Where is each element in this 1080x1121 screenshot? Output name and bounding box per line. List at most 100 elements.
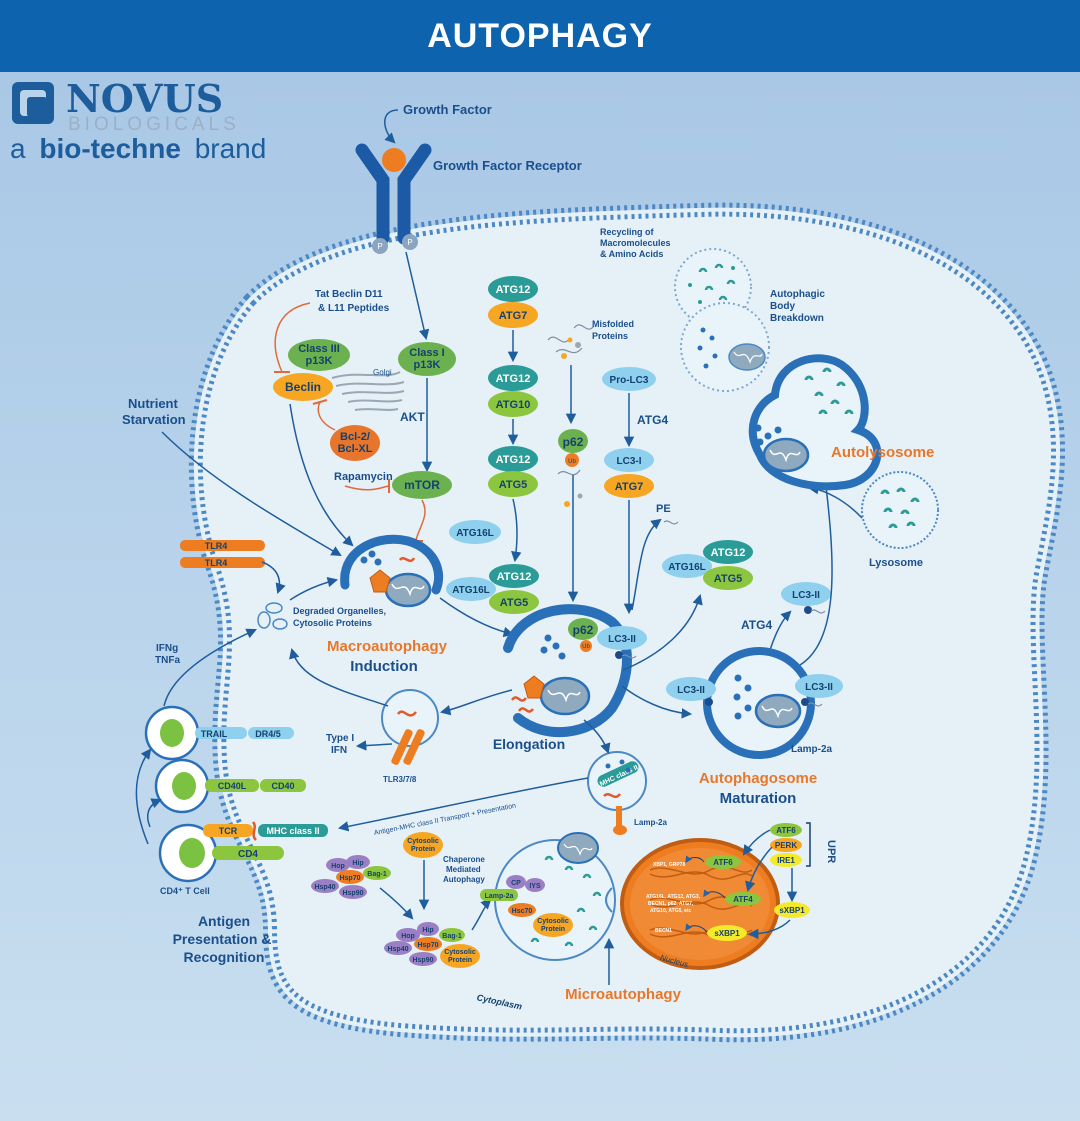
svg-text:ATG16L, ATG12, ATG3,: ATG16L, ATG12, ATG3, xyxy=(646,894,701,900)
autolysosome-label: Autolysosome xyxy=(831,444,934,461)
recycling-label-3: & Amino Acids xyxy=(600,249,663,259)
title-bar: AUTOPHAGY xyxy=(0,0,1080,75)
golgi xyxy=(331,371,405,411)
antigen-label-2: Presentation & xyxy=(173,931,272,947)
lysosome-label: Lysosome xyxy=(869,557,923,569)
svg-text:Ub: Ub xyxy=(568,459,576,465)
tat-beclin-label-2: & L11 Peptides xyxy=(318,303,390,314)
degraded-organelles xyxy=(257,602,288,630)
breakdown-label-2: Body xyxy=(770,301,795,312)
growth-factor-label: Growth Factor xyxy=(403,102,492,117)
degraded-label-2: Cytosolic Proteins xyxy=(293,618,372,628)
svg-text:ATG12: ATG12 xyxy=(497,571,532,583)
macro-label-2: Induction xyxy=(350,658,418,675)
antigen-label-1: Antigen xyxy=(198,913,250,929)
cma-lysosome: Lamp-2a CP IYS Hsc70 Cytosolic Protein xyxy=(480,832,616,961)
svg-text:p62: p62 xyxy=(563,435,584,449)
svg-text:sXBP1: sXBP1 xyxy=(714,929,740,938)
svg-text:Protein: Protein xyxy=(411,846,435,853)
atg12-top: ATG12 xyxy=(488,276,538,302)
svg-text:Hsp40: Hsp40 xyxy=(387,946,408,953)
svg-text:ATG7: ATG7 xyxy=(615,481,644,493)
tcell-cd40: CD40L CD40 xyxy=(154,758,306,814)
atg16l-complex: ATG16L ATG12 ATG5 xyxy=(446,564,539,614)
svg-text:LC3-II: LC3-II xyxy=(608,634,636,645)
svg-text:TLR4: TLR4 xyxy=(205,541,228,551)
svg-text:ATG16L: ATG16L xyxy=(452,585,490,596)
chaperone-complex-1: Hop Hip Hsp70 Hsp40 Hsp90 Bag-1 xyxy=(311,855,391,899)
svg-text:Cytosolic: Cytosolic xyxy=(537,918,569,925)
breakdown-label-1: Autophagic xyxy=(770,289,825,300)
svg-text:LC3-II: LC3-II xyxy=(792,590,820,601)
svg-text:LC3-II: LC3-II xyxy=(805,682,833,693)
golgi-label: Golgi xyxy=(373,368,392,377)
mtor: mTOR xyxy=(392,471,452,499)
akt-label: AKT xyxy=(400,410,425,424)
nucleus: XBP1, GRP78 ATG16L, ATG12, ATG3, BECN1, … xyxy=(620,838,780,970)
rapamycin-label: Rapamycin xyxy=(334,471,393,483)
atg4-label-1: ATG4 xyxy=(637,413,668,427)
svg-text:TLR4: TLR4 xyxy=(205,558,228,568)
phagophore-induction xyxy=(340,534,444,608)
cma-label-3: Autophagy xyxy=(443,875,485,884)
svg-text:Hsp90: Hsp90 xyxy=(412,957,433,964)
svg-text:CD40L: CD40L xyxy=(218,781,247,791)
ifng-label: IFNg xyxy=(156,643,178,654)
svg-text:CD40: CD40 xyxy=(271,781,294,791)
svg-text:p62: p62 xyxy=(573,623,594,637)
tlr378-label: TLR3/7/8 xyxy=(383,775,417,784)
logo-brand-prefix: a xyxy=(10,133,26,164)
svg-text:ATG16L: ATG16L xyxy=(456,528,494,539)
logo-brand-name: bio-techne xyxy=(39,133,181,164)
svg-text:Hip: Hip xyxy=(422,927,433,934)
tnfa-label: TNFa xyxy=(155,655,180,666)
atg16l-atg12-atg5-complex: ATG16L ATG12 ATG5 xyxy=(662,540,753,590)
logo-brand-suffix: brand xyxy=(195,133,267,164)
svg-text:p13K: p13K xyxy=(306,355,333,367)
svg-text:mTOR: mTOR xyxy=(404,478,440,492)
svg-text:Hsp90: Hsp90 xyxy=(342,890,363,897)
svg-text:Bcl-XL: Bcl-XL xyxy=(338,443,373,455)
svg-text:ATG10, ATG5, etc: ATG10, ATG5, etc xyxy=(650,908,692,914)
svg-text:a bio-techne b: a bio-techne brand xyxy=(10,133,266,164)
svg-text:ATG12: ATG12 xyxy=(711,547,746,559)
svg-text:ATG10: ATG10 xyxy=(496,399,531,411)
svg-text:ATF6: ATF6 xyxy=(776,826,796,835)
cma-label-1: Chaperone xyxy=(443,855,485,864)
misfolded-proteins xyxy=(547,324,595,359)
svg-text:Hsp70: Hsp70 xyxy=(417,942,438,949)
growth-factor-receptor-label: Growth Factor Receptor xyxy=(433,158,582,173)
svg-text:Protein: Protein xyxy=(541,926,565,933)
atg10: ATG10 xyxy=(488,391,538,417)
svg-text:BECN1: BECN1 xyxy=(655,928,672,934)
misfolded-label-1: Misfolded xyxy=(592,319,634,329)
svg-text:Protein: Protein xyxy=(448,957,472,964)
svg-text:ATG5: ATG5 xyxy=(714,573,743,585)
svg-text:LC3-I: LC3-I xyxy=(617,456,642,467)
phospho-label-1: P xyxy=(377,242,382,251)
svg-text:Bag-1: Bag-1 xyxy=(442,933,462,940)
svg-text:ATG12: ATG12 xyxy=(496,284,531,296)
elongation-label: Elongation xyxy=(493,736,565,752)
type1-label-2: IFN xyxy=(331,745,347,756)
svg-text:Cytosolic: Cytosolic xyxy=(444,949,476,956)
degraded-label-1: Degraded Organelles, xyxy=(293,606,386,616)
atg16l-single: ATG16L xyxy=(449,520,501,544)
bcl2: Bcl-2/ Bcl-XL xyxy=(330,425,380,461)
misfolded-label-2: Proteins xyxy=(592,331,628,341)
p62-free: p62 Ub xyxy=(558,429,588,467)
atg4-label-2: ATG4 xyxy=(741,618,772,632)
breakdown-label-3: Breakdown xyxy=(770,313,824,324)
svg-text:Cytosolic: Cytosolic xyxy=(407,838,439,845)
svg-text:TCR: TCR xyxy=(219,826,238,836)
lamp2a-label-2: Lamp-2a xyxy=(634,818,667,827)
autophagic-body xyxy=(674,248,770,392)
nutrient-label-1: Nutrient xyxy=(128,396,179,411)
svg-text:sXBP1: sXBP1 xyxy=(779,906,805,915)
svg-text:CP: CP xyxy=(511,880,521,887)
atg12-mid: ATG12 xyxy=(488,365,538,391)
apg-label-2: Maturation xyxy=(720,790,797,807)
svg-text:TRAIL: TRAIL xyxy=(201,729,228,739)
novus-logo: NOVUS BIOLOGICALS a bio-techne brand xyxy=(10,76,266,164)
